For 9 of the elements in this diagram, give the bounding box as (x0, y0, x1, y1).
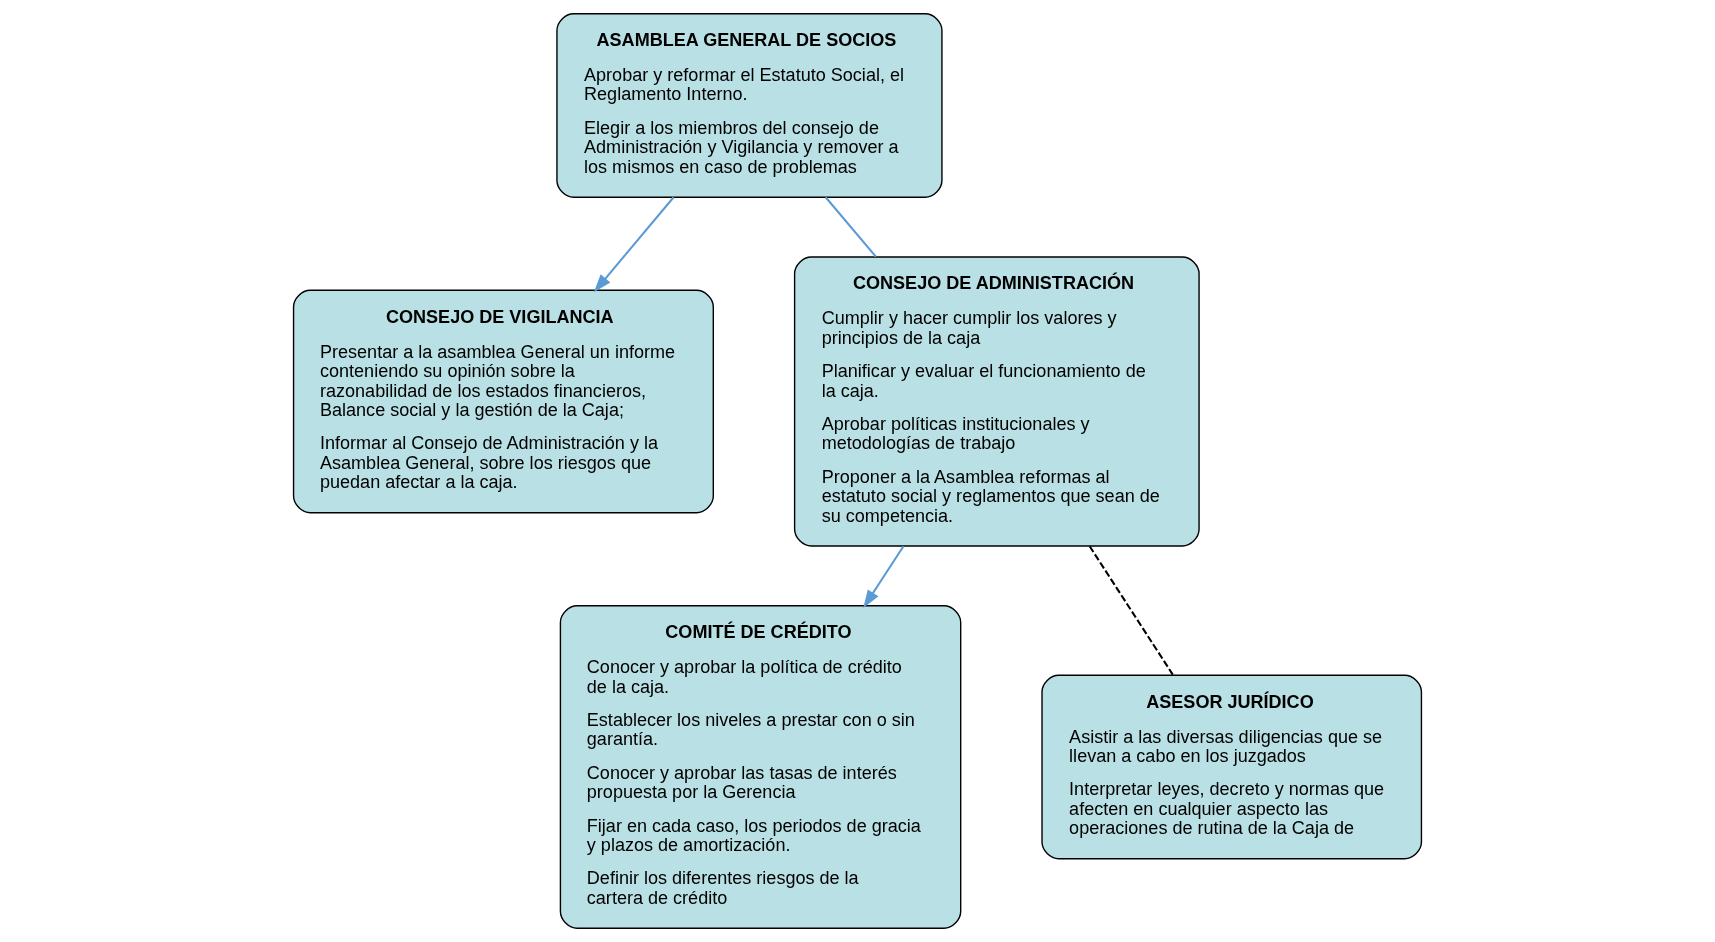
node-box: ASAMBLEA GENERAL DE SOCIOS Aprobar y reformar el Estatuto Social, el Reglamento Interno. Elegir a los miembros del consejo de Administración y Vigilancia y remover a los mismos en caso de problemas (556, 13, 943, 198)
node-box: COMITÉ DE CRÉDITO Conocer y aprobar la política de crédito de la caja. Establecer los niveles a prestar con o sin garantía. Conocer y aprobar las tasas de interés propuesta por la Gerencia Fijar en cada caso, los periodos de gracia y plazos de amortización. Definir los diferentes riesgos de la cartera de crédito (559, 605, 962, 929)
connector (824, 196, 877, 258)
arrow (593, 196, 675, 293)
connector (1088, 545, 1174, 676)
node-box: CONSEJO DE ADMINISTRACIÓN Cumplir y hacer cumplir los valores y principios de la caja Planificar y evaluar el funcionamiento de la caja. Aprobar políticas institucionales y metodologías de trabajo Proponer a la Asamblea reformas al estatuto social y reglamentos que sean de su competencia. (793, 256, 1200, 547)
node-box: CONSEJO DE VIGILANCIA Presentar a la asamblea General un informe conteniendo su opinión sobre la razonabilidad de los estados financieros, Balance social y la gestión de la Caja; Informar al Consejo de Administración y la Asamblea General, sobre los riesgos que puedan afectar a la caja. (292, 289, 714, 514)
arrow (863, 545, 905, 608)
node-box: ASESOR JURÍDICO Asistir a las diversas diligencias que se llevan a cabo en los juzgados Interpretar leyes, decreto y normas que afecten en cualquier aspecto las operaciones de rutina de la Caja de (1041, 674, 1423, 860)
